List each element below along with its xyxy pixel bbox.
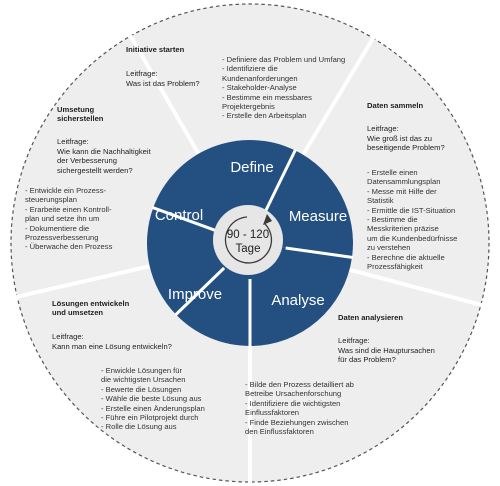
- phase-improve: Improve: [168, 286, 222, 303]
- measure-task-list: - Erstelle einen Datensammlungsplan - Me…: [367, 168, 458, 272]
- cycle-arrow-icon: [224, 216, 273, 264]
- improve-title: Lösungen entwickeln und umsetzen: [52, 299, 130, 318]
- outer-divider-line: [15, 263, 153, 299]
- inner-divider-line: [151, 206, 217, 233]
- outer-divider-line: [128, 34, 202, 157]
- cycle-arrowhead-icon: [263, 214, 272, 225]
- control-question: Wie kann die Nachhaltigkeit der Verbesse…: [57, 147, 151, 175]
- outer-divider-line: [347, 267, 483, 308]
- inner-divider-line: [285, 246, 354, 259]
- define-task-list: - Definiere das Problem und Umfang - Ide…: [222, 55, 346, 121]
- phase-measure: Measure: [289, 208, 347, 225]
- measure-title: Daten sammeln: [367, 101, 424, 110]
- analyse-question-label: Leitfrage:: [338, 336, 370, 345]
- define-question-label: Leitfrage:: [126, 69, 158, 78]
- center-duration-unit: Tage: [236, 243, 261, 255]
- measure-question-label: Leitfrage:: [367, 124, 399, 133]
- control-title: Umsetung sicherstellen: [57, 105, 104, 124]
- define-title: Initiative starten: [126, 45, 185, 54]
- wedge-analyse: [250, 243, 352, 346]
- measure-question: Wie groß ist das zu beseitigende Problem…: [367, 134, 445, 153]
- improve-question-label: Leitfrage:: [52, 332, 84, 341]
- analyse-title: Daten analysieren: [338, 313, 403, 322]
- inner-divider-line: [174, 266, 226, 317]
- phase-analyse: Analyse: [271, 292, 324, 309]
- center-duration-value: 90 - 120: [227, 229, 269, 241]
- phase-define: Define: [230, 159, 273, 176]
- control-question-label: Leitfrage:: [57, 137, 89, 146]
- outer-dividers: [15, 34, 483, 483]
- outer-divider-line: [300, 36, 376, 158]
- improve-task-list: - Enwickle Lösungen für die wichtigsten …: [101, 366, 205, 432]
- improve-question: Kann man eine Lösung entwickeln?: [52, 342, 172, 351]
- define-question: Was ist das Problem?: [126, 79, 200, 88]
- inner-divider-line: [264, 148, 297, 212]
- phase-control: Control: [155, 207, 203, 224]
- analyse-question: Was sind die Hauptursachen für das Probl…: [338, 346, 435, 365]
- inner-dividers: [151, 148, 354, 347]
- analyse-task-list: - Bilde den Prozess detailliert ab Betre…: [245, 380, 354, 437]
- control-task-list: - Entwickle ein Prozess- steuerungsplan …: [25, 186, 113, 252]
